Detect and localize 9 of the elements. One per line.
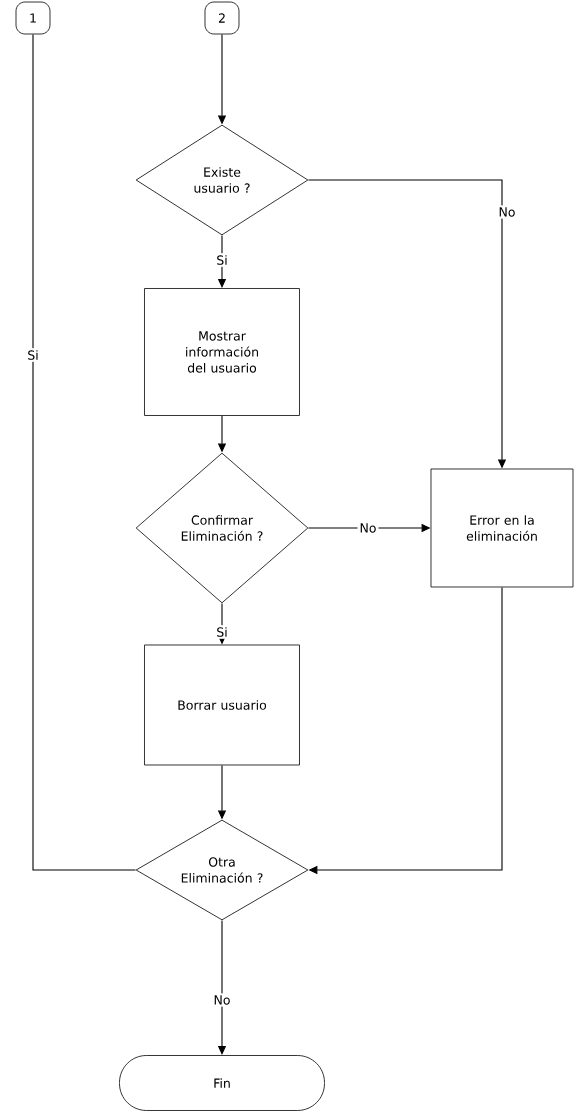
edge-label: Si xyxy=(214,253,230,267)
edge-label: Si xyxy=(25,348,41,362)
edge-label: Si xyxy=(214,625,230,639)
process-box: Borrar usuario xyxy=(144,644,300,766)
edge-label: No xyxy=(357,521,379,535)
edge-label: No xyxy=(496,205,518,219)
process-box: Error en la eliminación xyxy=(430,468,574,588)
edge-label: No xyxy=(211,993,233,1007)
process-box: Mostrar información del usuario xyxy=(144,288,300,416)
